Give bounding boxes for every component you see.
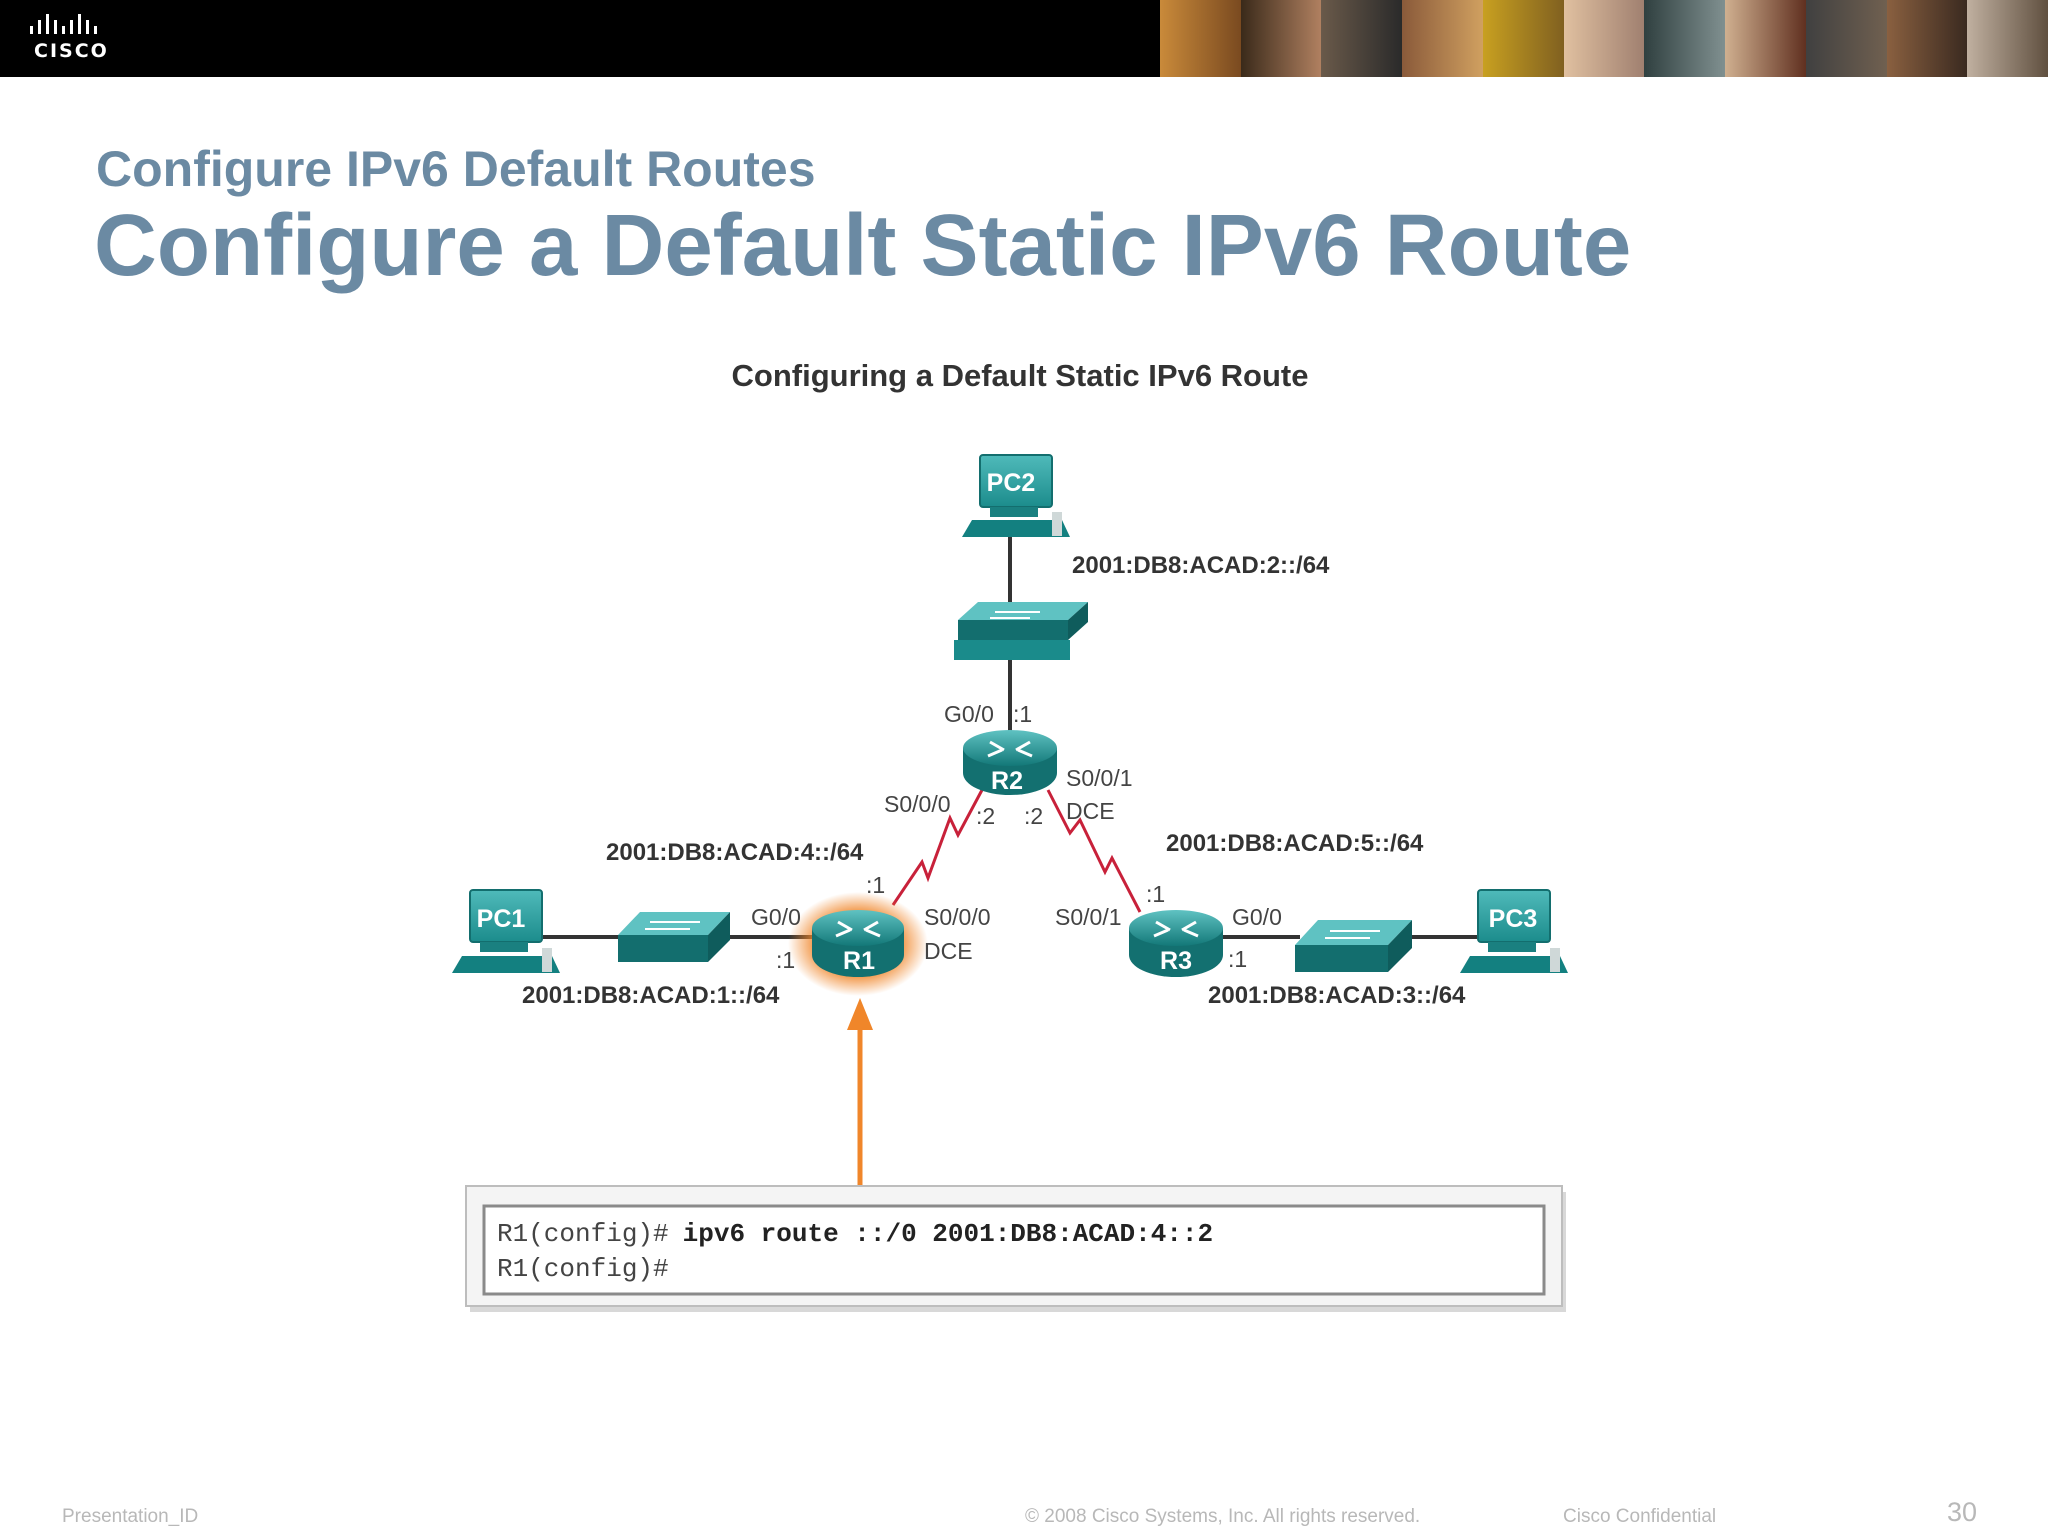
serial-link-r1-r2 [891,789,984,906]
pc1-computer-icon [452,889,560,973]
r3-s001-label: S0/0/1 [1055,904,1122,930]
banner-photo [1725,0,1806,77]
banner-photo [1563,0,1645,77]
r1-s000-label: S0/0/0 [924,904,991,930]
r2-s001-host-label: :2 [1024,803,1043,829]
r2-s000-host-label: :2 [976,803,995,829]
footer-presentation-id: Presentation_ID [62,1506,199,1527]
slide-subtitle: Configure IPv6 Default Routes [96,141,816,197]
switch1-icon [618,912,730,962]
r2-router-icon [963,730,1057,795]
pc3-label: PC3 [1489,905,1538,933]
banner-photo [1805,0,1887,77]
banner-photo [1402,0,1483,77]
cli-line-1: R1(config)# ipv6 route ::/0 2001:DB8:ACAD… [497,1219,1213,1249]
r3-router-icon [1129,910,1223,977]
r2-g00-host-label: :1 [1013,701,1032,727]
cisco-logo-icon [30,14,97,34]
r1-router-icon [812,910,904,977]
banner-photo [1644,0,1726,77]
r1-s000-host-label: :1 [866,872,885,898]
r1-s000-dce-label: DCE [924,938,973,964]
network-label-4: 2001:DB8:ACAD:4::/64 [606,839,864,866]
banner-photo [1886,0,1968,77]
network-label-2: 2001:DB8:ACAD:2::/64 [1072,552,1330,579]
footer-copyright: © 2008 Cisco Systems, Inc. All rights re… [1025,1506,1421,1527]
banner-photo [1321,0,1403,77]
r1-g00-label: G0/0 [751,904,801,930]
r3-g00-host-label: :1 [1228,946,1247,972]
network-label-3: 2001:DB8:ACAD:3::/64 [1208,982,1466,1009]
cisco-logo-text: CISCO [34,40,109,62]
serial-link-r2-r3 [1046,789,1142,913]
photo-strip [1160,0,2048,77]
banner-photo [1967,0,2048,77]
top-banner: CISCO [0,0,2048,77]
r2-label: R2 [991,767,1023,795]
r1-g00-host-label: :1 [776,947,795,973]
cli-line-2: R1(config)# [497,1254,669,1284]
highlight-arrow-head [847,998,873,1030]
switch2-icon [954,602,1088,660]
r2-s001-dce-label: DCE [1066,798,1115,824]
page-number: 30 [1947,1497,1978,1527]
r1-label: R1 [843,947,875,975]
r2-s001-label: S0/0/1 [1066,765,1133,791]
pc2-label: PC2 [987,469,1036,497]
r2-g00-label: G0/0 [944,701,994,727]
cli-prompt-1: R1(config)# [497,1219,669,1249]
pc3-computer-icon [1460,889,1568,973]
banner-photo [1160,0,1241,77]
cli-box [482,1204,1546,1296]
footer-confidential: Cisco Confidential [1563,1506,1717,1527]
network-label-1: 2001:DB8:ACAD:1::/64 [522,982,780,1009]
diagram-title: Configuring a Default Static IPv6 Route [732,358,1309,393]
r3-g00-label: G0/0 [1232,904,1282,930]
r2-s000-label: S0/0/0 [884,791,951,817]
banner-photo [1482,0,1564,77]
network-diagram: Configuring a Default Static IPv6 Route … [452,358,1568,1312]
r3-label: R3 [1160,947,1192,975]
switch3-icon [1295,920,1412,972]
pc2-computer-icon [962,454,1070,537]
slide-title: Configure a Default Static IPv6 Route [94,197,1632,294]
network-label-5: 2001:DB8:ACAD:5::/64 [1166,830,1424,857]
r3-s001-host-label: :1 [1146,881,1165,907]
banner-photo [1240,0,1322,77]
pc1-label: PC1 [477,905,526,933]
cli-command-1: ipv6 route ::/0 2001:DB8:ACAD:4::2 [683,1219,1214,1249]
